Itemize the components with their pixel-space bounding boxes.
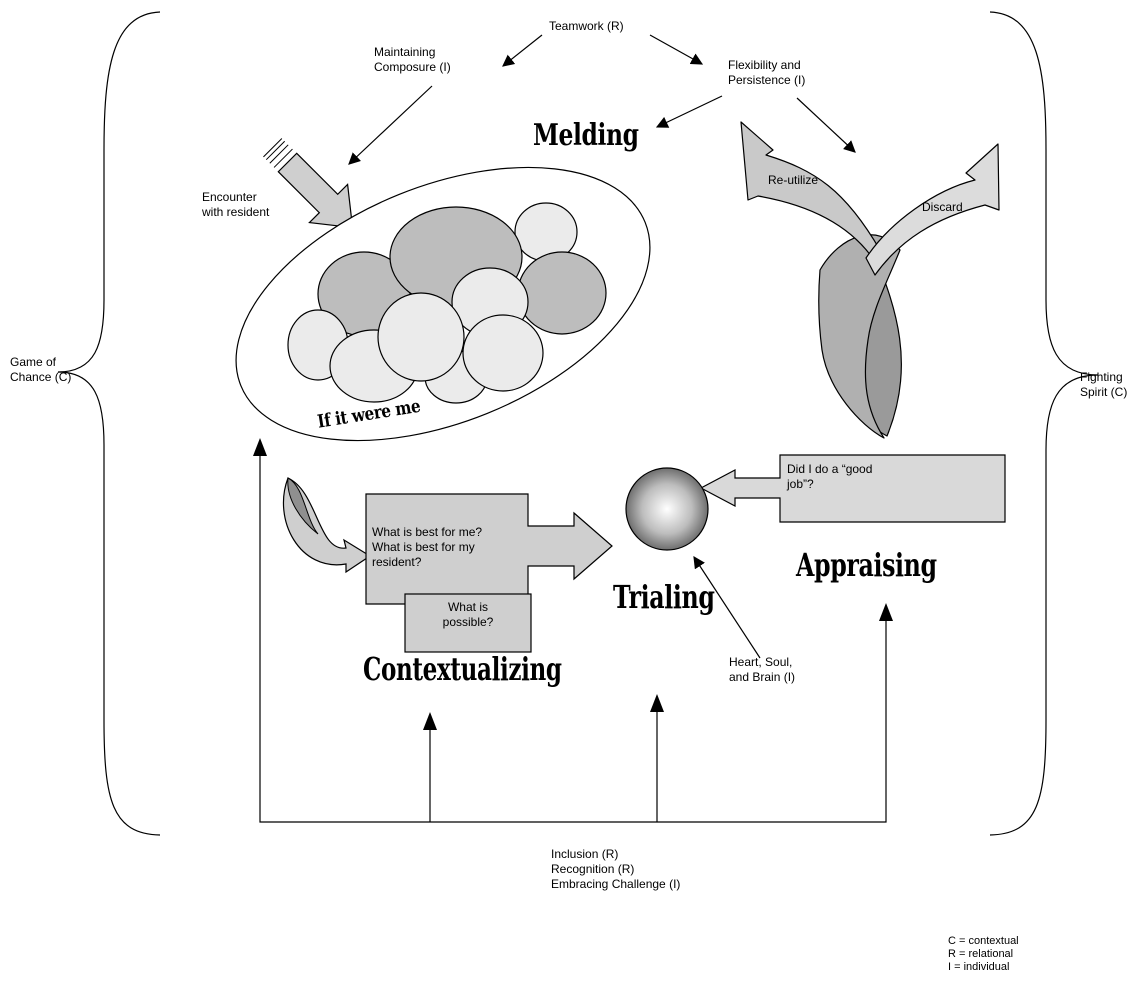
melding-title: Melding [533,118,639,153]
arrow-teamwork-to-composure [502,34,543,67]
bottom-connectors [259,448,887,823]
right-brace [989,11,1099,836]
arrow-flexibility-to-melding [655,95,723,128]
contextualizing-title: Contextualizing [363,650,562,688]
game-of-chance-label: Game of Chance (C) [10,355,72,384]
possible-box [404,593,532,653]
reutilize-label: Re-utilize [768,173,819,187]
heart-soul-brain-label: Heart, Soul, and Brain (I) [729,655,796,684]
legend: C = contextual R = relational I = indivi… [948,935,1019,973]
fighting-spirit-label: Fighting Spirit (C) [1080,370,1128,399]
encounter-label: Encounter with resident [202,190,270,219]
arrow-teamwork-to-flexibility [649,34,704,65]
arrowhead-contextualizing [423,712,437,730]
discard-label: Discard [922,200,963,214]
left-brace [57,11,161,836]
curved-arrow-to-contextualizing [283,477,372,574]
encounter-block-arrow [263,138,354,229]
arrowhead-appraising [879,603,893,621]
maintaining-composure-label: Maintaining Composure (I) [374,45,451,74]
reutilize-discard-twist [740,121,1000,439]
arrowhead-left [253,438,267,456]
arrow-composure-to-encounter [348,85,433,165]
best-for-text: What is best for me? What is best for my… [372,525,483,569]
melding-bubbles [287,202,607,404]
possible-text: What is possible? [442,600,494,629]
arrowhead-trialing [650,694,664,712]
arrow-flexibility-to-reutilize [796,97,856,153]
teamwork-label: Teamwork (R) [549,19,624,33]
flexibility-persistence-label: Flexibility and Persistence (I) [728,58,806,87]
good-job-text: Did I do a “good job”? [787,462,873,491]
inclusion-label: Inclusion (R) Recognition (R) Embracing … [551,847,681,891]
trialing-title: Trialing [613,578,715,616]
appraising-callout [699,454,1006,523]
appraising-title: Appraising [796,546,937,584]
arrow-heart-to-sphere [693,555,761,659]
trialing-sphere [625,467,709,551]
